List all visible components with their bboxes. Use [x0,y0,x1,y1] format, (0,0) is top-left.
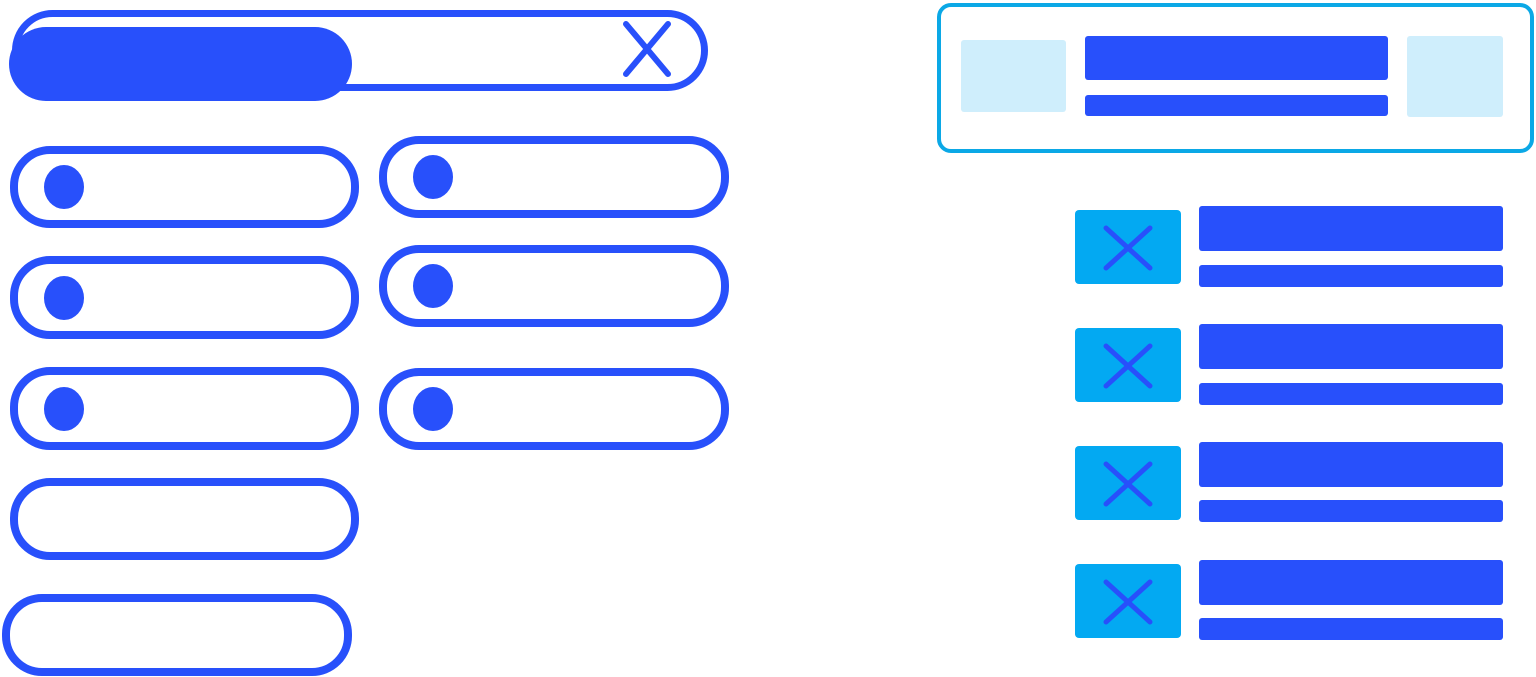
image-placeholder-right [1407,36,1503,117]
radio-dot [44,386,84,431]
close-icon[interactable] [618,18,676,80]
list-item-thumbnail[interactable] [1075,564,1181,638]
pill-option[interactable] [379,136,729,218]
radio-dot [413,155,453,199]
pill-option[interactable] [379,245,729,327]
list-item-title-bar [1199,560,1503,605]
broken-image-icon [1103,225,1153,271]
pill-option-empty[interactable] [10,478,359,560]
pill-option[interactable] [10,146,359,228]
broken-image-icon [1103,343,1153,389]
image-placeholder-left [961,40,1066,112]
radio-dot [44,275,84,320]
search-fill [9,27,352,101]
header-subtitle-bar [1085,95,1388,116]
list-item-thumbnail[interactable] [1075,210,1181,284]
radio-dot [413,264,453,308]
list-item-title-bar [1199,324,1503,369]
pill-option[interactable] [10,367,359,450]
pill-option[interactable] [10,256,359,339]
list-item-subtitle-bar [1199,383,1503,405]
broken-image-icon [1103,461,1153,507]
list-item-title-bar [1199,442,1503,487]
pill-option-empty[interactable] [2,594,352,676]
list-item-thumbnail[interactable] [1075,446,1181,520]
list-item-subtitle-bar [1199,500,1503,522]
pill-option[interactable] [379,368,729,450]
list-item-title-bar [1199,206,1503,251]
list-item-thumbnail[interactable] [1075,328,1181,402]
broken-image-icon [1103,579,1153,625]
radio-dot [413,387,453,431]
radio-dot [44,165,84,209]
header-title-bar [1085,36,1388,80]
list-item-subtitle-bar [1199,265,1503,287]
list-item-subtitle-bar [1199,618,1503,640]
